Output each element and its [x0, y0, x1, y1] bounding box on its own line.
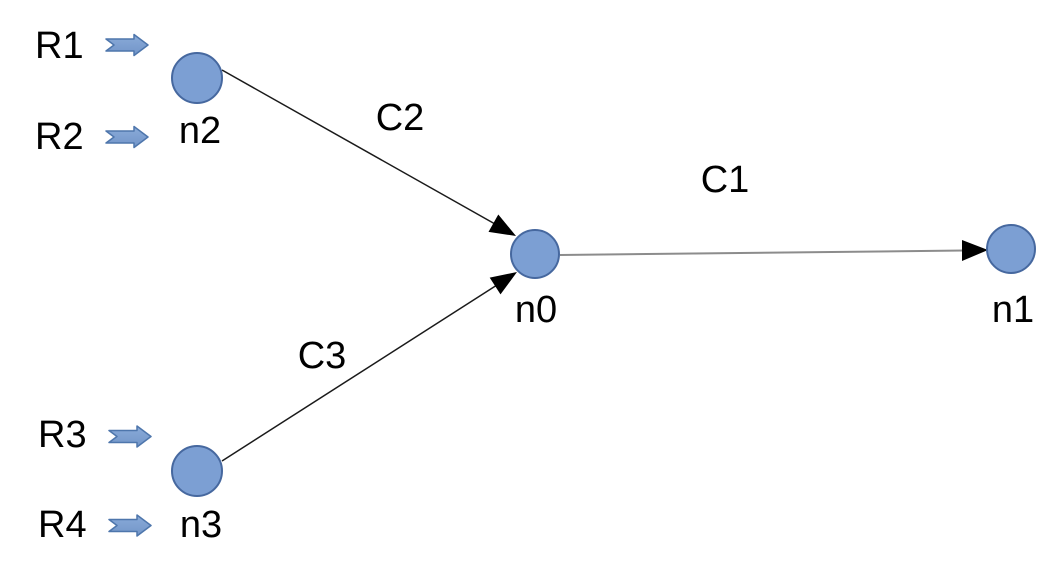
- input-R3-label: R3: [38, 414, 87, 456]
- input-R3-arrow-icon: [108, 425, 152, 448]
- edge-C3-line: [221, 284, 498, 462]
- edge-C1-line: [559, 249, 965, 256]
- edge-C1-arrowhead-icon: [962, 240, 988, 261]
- edge-C2-line: [221, 69, 496, 225]
- edge-C1-label: C1: [701, 159, 750, 201]
- node-n2-label: n2: [179, 110, 221, 152]
- input-R4-label: R4: [38, 504, 87, 546]
- node-n1: n1: [986, 224, 1036, 331]
- edge-C1: C1: [559, 159, 988, 261]
- node-n0-circle: [510, 229, 560, 279]
- edge-C3-label: C3: [298, 335, 347, 377]
- input-R2: R2: [35, 116, 149, 158]
- input-R1-arrow-icon: [105, 33, 149, 57]
- edge-C2: C2: [221, 69, 516, 236]
- input-R1-label: R1: [35, 25, 84, 67]
- node-n0: n0: [510, 229, 560, 331]
- input-R4: R4: [38, 504, 152, 546]
- input-R3: R3: [38, 414, 152, 456]
- node-n3-circle: [171, 445, 223, 497]
- input-R2-arrow-icon: [105, 125, 149, 149]
- input-R1: R1: [35, 25, 149, 67]
- node-n2-circle: [171, 52, 223, 104]
- edge-C2-label: C2: [376, 97, 425, 139]
- node-n1-circle: [986, 224, 1036, 274]
- edge-C2-arrowhead-icon: [488, 214, 516, 236]
- node-n1-label: n1: [992, 289, 1034, 331]
- node-n3: n3: [171, 445, 223, 546]
- edge-C3: C3: [221, 272, 517, 462]
- node-n0-label: n0: [515, 289, 557, 331]
- edge-C3-arrowhead-icon: [489, 272, 517, 295]
- input-R4-arrow-icon: [108, 514, 152, 537]
- input-R2-label: R2: [35, 116, 84, 158]
- node-n3-label: n3: [180, 504, 222, 546]
- node-n2: n2: [171, 52, 223, 152]
